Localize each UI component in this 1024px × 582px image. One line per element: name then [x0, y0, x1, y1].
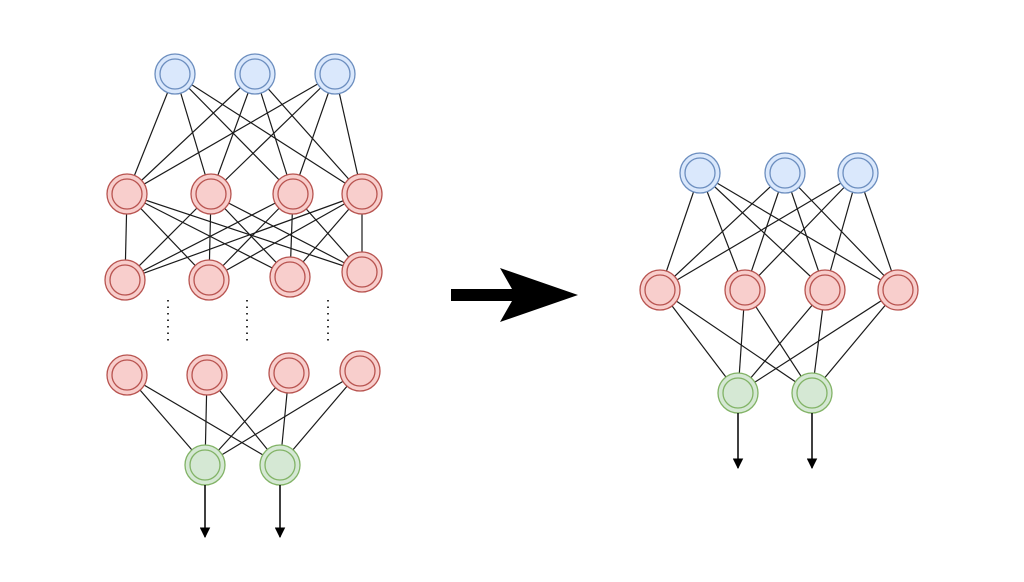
- hidden-node: [877, 269, 919, 311]
- hidden-node: [269, 256, 311, 298]
- connection-edge: [174, 73, 363, 195]
- connection-edge: [737, 289, 826, 394]
- connection-edge: [254, 73, 363, 195]
- connection-edge: [659, 289, 739, 394]
- connection-edge: [292, 73, 336, 195]
- connection-edge: [204, 370, 361, 466]
- hidden-node: [724, 269, 766, 311]
- hidden-node: [268, 352, 310, 394]
- connection-edge: [699, 172, 899, 291]
- shallow-network: [639, 152, 919, 470]
- input-node: [314, 53, 356, 95]
- right-arrow-icon: [451, 268, 578, 322]
- hidden-node: [339, 350, 381, 392]
- connection-edge: [126, 193, 363, 273]
- connection-edge: [699, 172, 826, 291]
- connection-edge: [208, 193, 363, 281]
- connection-edge: [210, 73, 256, 195]
- hidden-node: [804, 269, 846, 311]
- connection-edge: [659, 172, 859, 291]
- connection-edge: [126, 73, 176, 195]
- output-node: [791, 372, 833, 414]
- hidden-node: [186, 354, 228, 396]
- connection-edge: [204, 372, 290, 466]
- output-node: [717, 372, 759, 414]
- output-node: [259, 444, 301, 486]
- connection-edge: [126, 73, 336, 195]
- input-node: [837, 152, 879, 194]
- connection-edge: [210, 73, 336, 195]
- hidden-node: [106, 173, 148, 215]
- input-node: [234, 53, 276, 95]
- hidden-node: [106, 354, 148, 396]
- hidden-node: [190, 173, 232, 215]
- connection-edge: [174, 73, 294, 195]
- hidden-node: [272, 173, 314, 215]
- hidden-node: [341, 251, 383, 293]
- connection-edge: [124, 193, 294, 281]
- hidden-node: [104, 259, 146, 301]
- hidden-node: [341, 173, 383, 215]
- hidden-node: [639, 269, 681, 311]
- output-node: [184, 444, 226, 486]
- connection-edge: [126, 193, 291, 278]
- connection-edge: [210, 193, 363, 273]
- input-node: [764, 152, 806, 194]
- connection-edge: [124, 193, 363, 281]
- connection-edge: [126, 73, 256, 195]
- connection-edge: [744, 172, 859, 291]
- deep-network: [104, 53, 383, 539]
- connection-edge: [659, 172, 786, 291]
- input-node: [679, 152, 721, 194]
- connection-edge: [126, 374, 281, 466]
- connection-edge: [737, 289, 899, 394]
- hidden-node: [188, 259, 230, 301]
- connection-edge: [254, 73, 294, 195]
- connection-edge: [174, 73, 212, 195]
- connection-edge: [659, 289, 813, 394]
- connection-edge: [811, 289, 899, 394]
- input-node: [154, 53, 196, 95]
